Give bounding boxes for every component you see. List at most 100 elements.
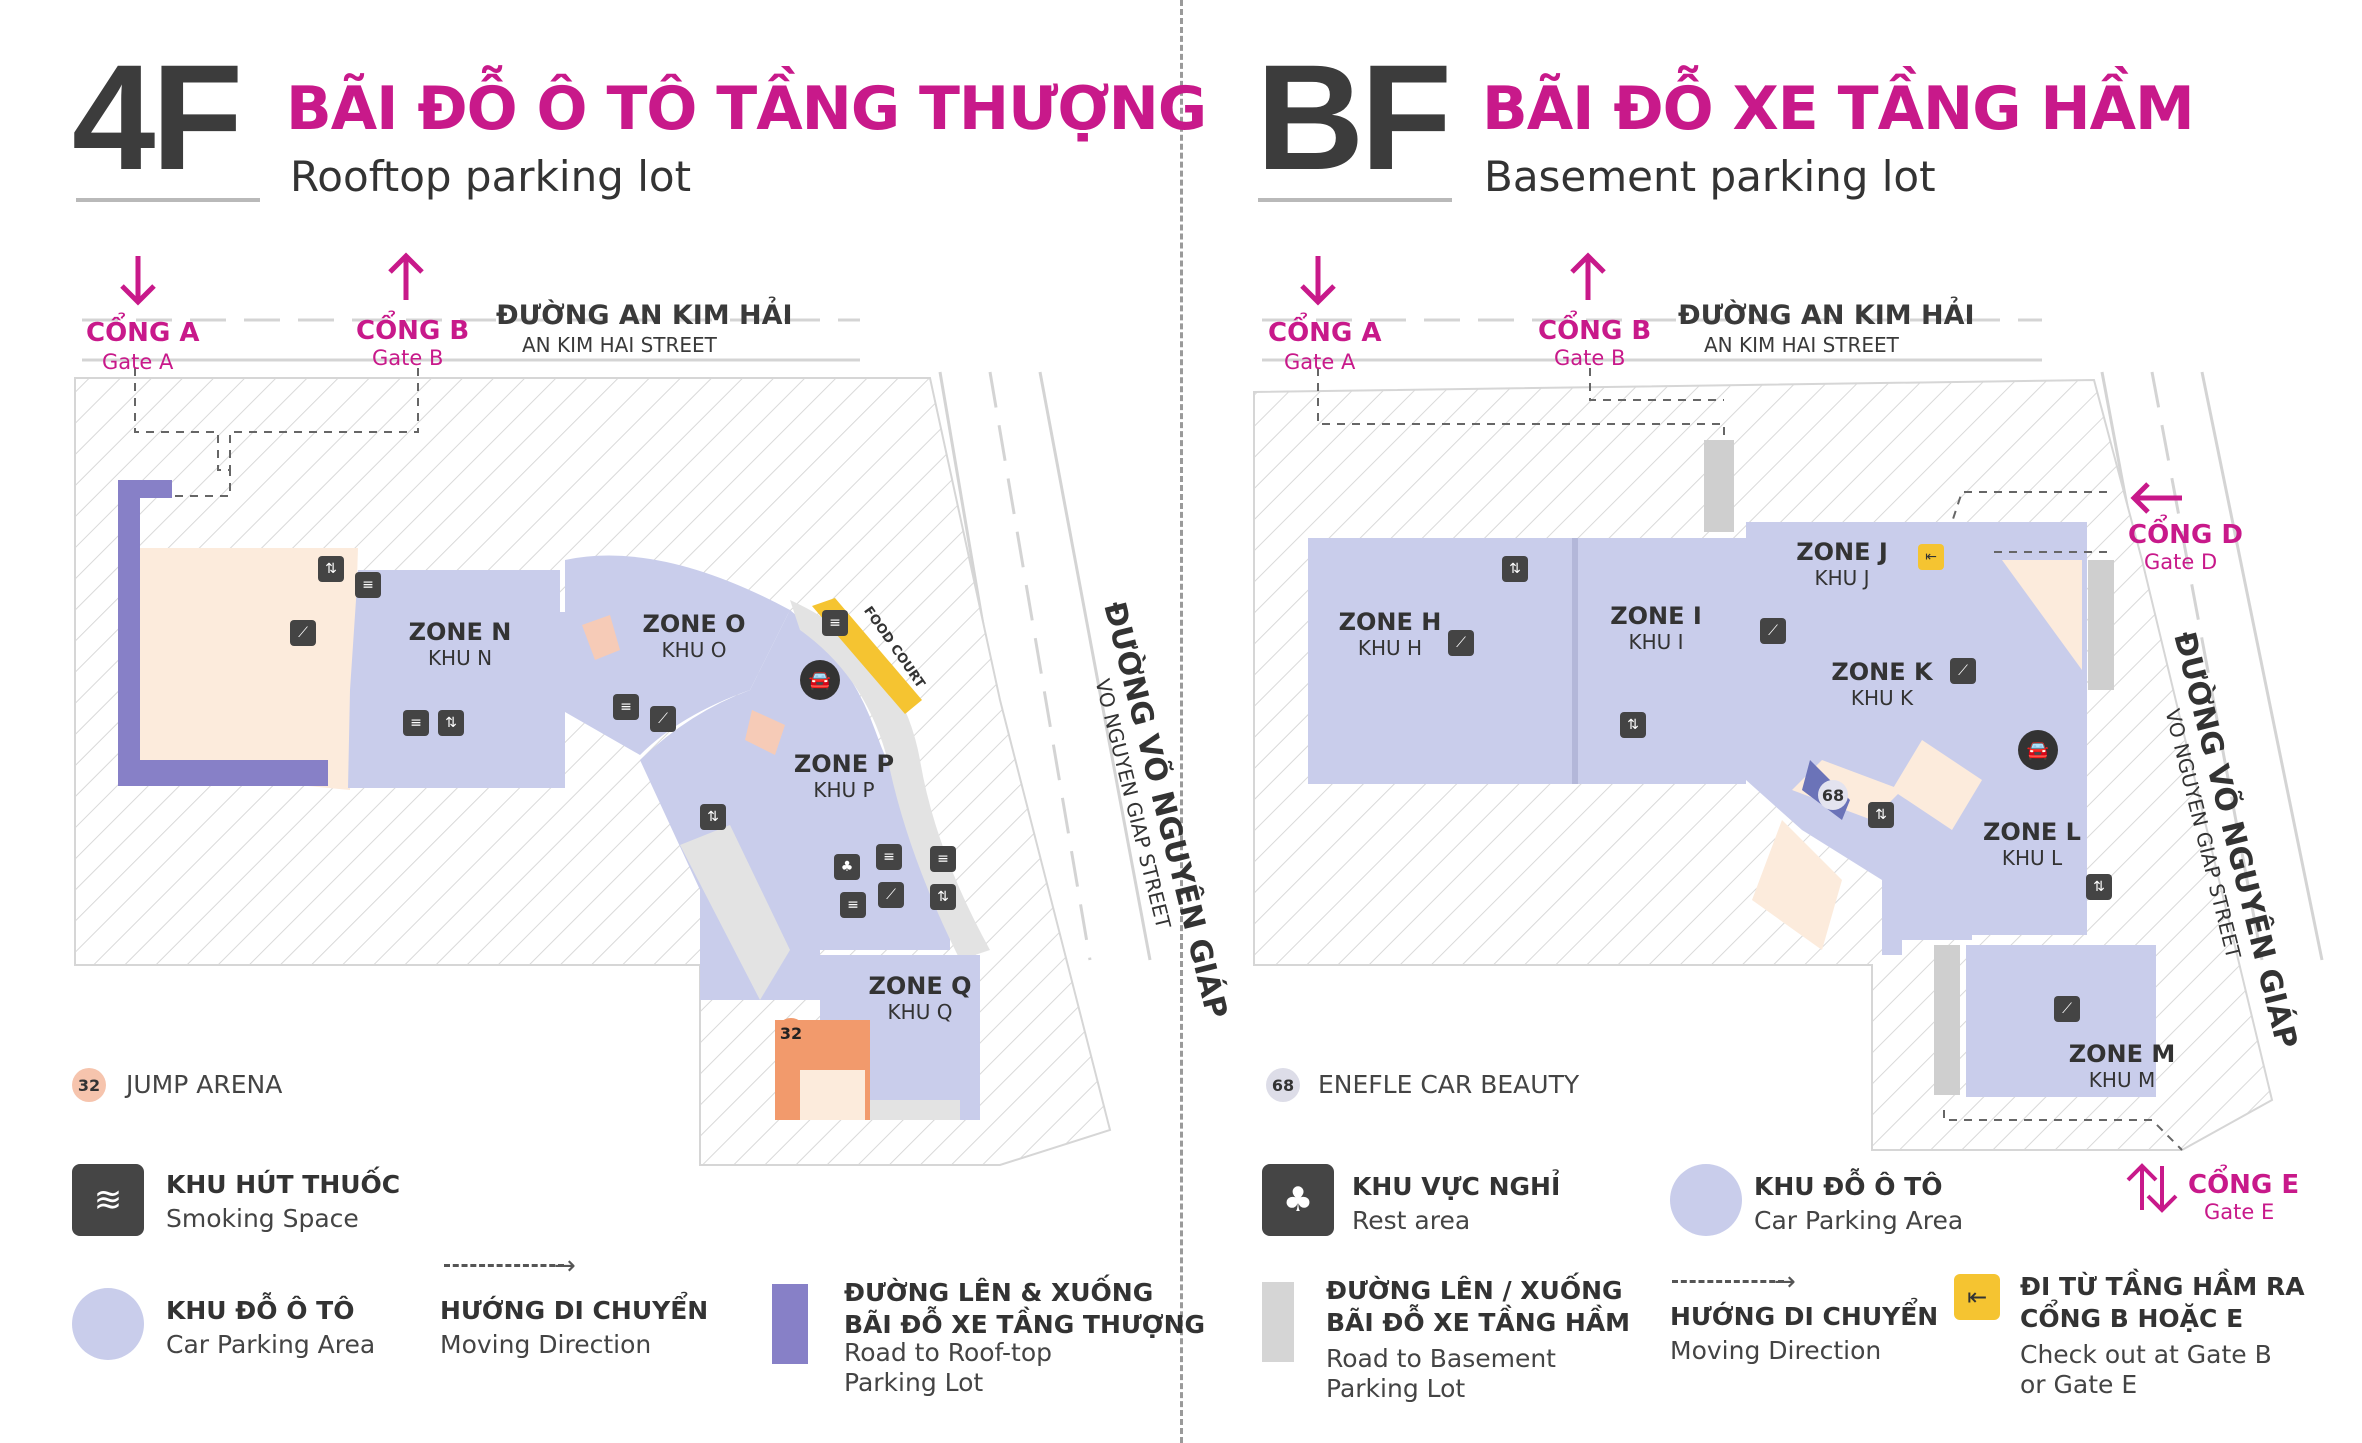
zone-p-label: ZONE P bbox=[793, 750, 895, 778]
poi-badge-32-map: 32 bbox=[776, 1018, 806, 1048]
zone-h: ZONE H KHU H bbox=[1330, 608, 1450, 660]
moving-path-4f bbox=[134, 368, 419, 497]
legend-parking-en-bf: Car Parking Area bbox=[1754, 1206, 1964, 1235]
gate-a-sub-4f: Gate A bbox=[102, 350, 174, 374]
legend-rest-en: Rest area bbox=[1352, 1206, 1471, 1235]
moving-path-bf bbox=[1317, 368, 1725, 440]
zone-o-label: ZONE O bbox=[642, 610, 746, 638]
escalator-icon: ⟋ bbox=[650, 706, 676, 732]
zone-q-khu: KHU Q bbox=[887, 1000, 953, 1024]
zone-i: ZONE I KHU I bbox=[1596, 602, 1716, 654]
gate-b-label-bf: CỔNG B bbox=[1538, 316, 1652, 346]
zone-n-khu: KHU N bbox=[427, 646, 493, 670]
smoking-icon: ≡ bbox=[822, 610, 848, 636]
floor-label-bf: BF bbox=[1256, 33, 1452, 201]
zone-o-khu: KHU O bbox=[661, 638, 727, 662]
legend-direction-vi-bf: HƯỚNG DI CHUYỂN bbox=[1670, 1302, 1939, 1331]
legend-smoking-vi: KHU HÚT THUỐC bbox=[166, 1170, 401, 1199]
gate-a-label-bf: CỔNG A bbox=[1268, 318, 1382, 348]
legend-road-en2-bf: Parking Lot bbox=[1326, 1374, 1466, 1403]
gate-b-label-4f: CỔNG B bbox=[356, 316, 470, 346]
legend-direction-en: Moving Direction bbox=[440, 1330, 652, 1359]
zone-i-khu: KHU I bbox=[1628, 630, 1684, 654]
page-subtitle-4f: Rooftop parking lot bbox=[290, 152, 692, 201]
legend-road-vi2-bf: BÃI ĐỖ XE TẦNG HẦM bbox=[1326, 1308, 1631, 1337]
zone-p-khu: KHU P bbox=[813, 778, 875, 802]
zone-l-label: ZONE L bbox=[1983, 818, 2081, 846]
legend-smoking-en: Smoking Space bbox=[166, 1204, 359, 1233]
zone-n: ZONE N KHU N bbox=[400, 618, 520, 670]
ramp-legend-swatch bbox=[772, 1284, 808, 1364]
zone-o: ZONE O KHU O bbox=[634, 610, 754, 662]
street-top-name-4f: ĐƯỜNG AN KIM HẢI bbox=[496, 300, 793, 331]
zone-k: ZONE K KHU K bbox=[1822, 658, 1942, 710]
elevator-icon: ⇅ bbox=[930, 884, 956, 910]
zone-i-label: ZONE I bbox=[1610, 602, 1702, 630]
zone-m-label: ZONE M bbox=[2068, 1040, 2176, 1068]
escalator-icon: ⟋ bbox=[290, 620, 316, 646]
parking-legend-swatch-bf bbox=[1670, 1164, 1742, 1236]
smoking-icon: ≡ bbox=[403, 710, 429, 736]
arrow-right-icon: → bbox=[554, 1251, 576, 1281]
elevator-icon: ⇅ bbox=[438, 710, 464, 736]
smoking-icon: ≡ bbox=[840, 892, 866, 918]
ramp-legend-swatch-bf bbox=[1262, 1282, 1294, 1362]
zone-q-label: ZONE Q bbox=[868, 972, 972, 1000]
car-icon: 🚘 bbox=[800, 660, 840, 700]
zone-j: ZONE J KHU J bbox=[1782, 538, 1902, 590]
legend-road-vi2: BÃI ĐỖ XE TẦNG THƯỢNG bbox=[844, 1310, 1206, 1339]
poi-name-jump-arena: JUMP ARENA bbox=[126, 1070, 283, 1099]
panel-divider bbox=[1180, 0, 1183, 1443]
gate-b-sub-bf: Gate B bbox=[1554, 346, 1626, 370]
smoking-icon: ≡ bbox=[355, 572, 381, 598]
zone-j-label: ZONE J bbox=[1796, 538, 1888, 566]
elevator-icon: ⇅ bbox=[1868, 802, 1894, 828]
street-top-sub-4f: AN KIM HAI STREET bbox=[522, 333, 717, 357]
zone-h-label: ZONE H bbox=[1338, 608, 1442, 636]
floor-underline-4f bbox=[76, 198, 260, 202]
zone-h-khu: KHU H bbox=[1357, 636, 1423, 660]
rest-area-legend-icon: ♣ bbox=[1262, 1164, 1334, 1236]
legend-road-en2: Parking Lot bbox=[844, 1368, 984, 1397]
elevator-icon: ⇅ bbox=[318, 556, 344, 582]
smoking-icon: ≡ bbox=[930, 846, 956, 872]
legend-road-en1-bf: Road to Basement bbox=[1326, 1344, 1556, 1373]
legend-checkout-en2: or Gate E bbox=[2020, 1370, 2138, 1399]
checkout-legend-icon: ⇤ bbox=[1954, 1274, 2000, 1320]
zone-l: ZONE L KHU L bbox=[1972, 818, 2092, 870]
street-top-sub-bf: AN KIM HAI STREET bbox=[1704, 333, 1899, 357]
gate-a-sub-bf: Gate A bbox=[1284, 350, 1356, 374]
street-top-name-bf: ĐƯỜNG AN KIM HẢI bbox=[1678, 300, 1975, 331]
legend-parking-en: Car Parking Area bbox=[166, 1330, 376, 1359]
legend-checkout-en1: Check out at Gate B bbox=[2020, 1340, 2272, 1369]
gate-e-label: CỔNG E bbox=[2188, 1170, 2300, 1200]
legend-road-vi1: ĐƯỜNG LÊN & XUỐNG bbox=[844, 1278, 1154, 1307]
page-title-4f: BÃI ĐỖ Ô TÔ TẦNG THƯỢNG bbox=[286, 74, 1207, 144]
zone-k-label: ZONE K bbox=[1831, 658, 1933, 686]
legend-road-en1: Road to Roof-top bbox=[844, 1338, 1052, 1367]
smoking-legend-icon: ≋ bbox=[72, 1164, 144, 1236]
gate-b-sub-4f: Gate B bbox=[372, 346, 444, 370]
zone-m: ZONE M KHU M bbox=[2062, 1040, 2182, 1092]
smoking-icon: ≡ bbox=[876, 844, 902, 870]
legend-rest-vi: KHU VỰC NGHỈ bbox=[1352, 1172, 1561, 1201]
floor-underline-bf bbox=[1258, 198, 1452, 202]
direction-legend-arrow bbox=[444, 1264, 564, 1267]
zone-n-label: ZONE N bbox=[408, 618, 512, 646]
parking-legend-swatch bbox=[72, 1288, 144, 1360]
elevator-icon: ⇅ bbox=[1620, 712, 1646, 738]
poi-badge-32: 32 bbox=[72, 1068, 106, 1102]
zone-q: ZONE Q KHU Q bbox=[860, 972, 980, 1024]
direction-legend-arrow-bf bbox=[1672, 1280, 1784, 1283]
legend-checkout-vi2: CỔNG B HOẶC E bbox=[2020, 1304, 2244, 1333]
elevator-icon: ⇅ bbox=[1502, 556, 1528, 582]
zone-p: ZONE P KHU P bbox=[784, 750, 904, 802]
arrow-right-icon: → bbox=[1774, 1267, 1796, 1297]
gate-d-sub: Gate D bbox=[2144, 550, 2218, 574]
poi-badge-68-map: 68 bbox=[1818, 780, 1848, 810]
zone-l-khu: KHU L bbox=[2001, 846, 2063, 870]
escalator-icon: ⟋ bbox=[1448, 630, 1474, 656]
gate-e-sub: Gate E bbox=[2204, 1200, 2275, 1224]
poi-badge-68: 68 bbox=[1266, 1068, 1300, 1102]
zone-j-khu: KHU J bbox=[1814, 566, 1870, 590]
